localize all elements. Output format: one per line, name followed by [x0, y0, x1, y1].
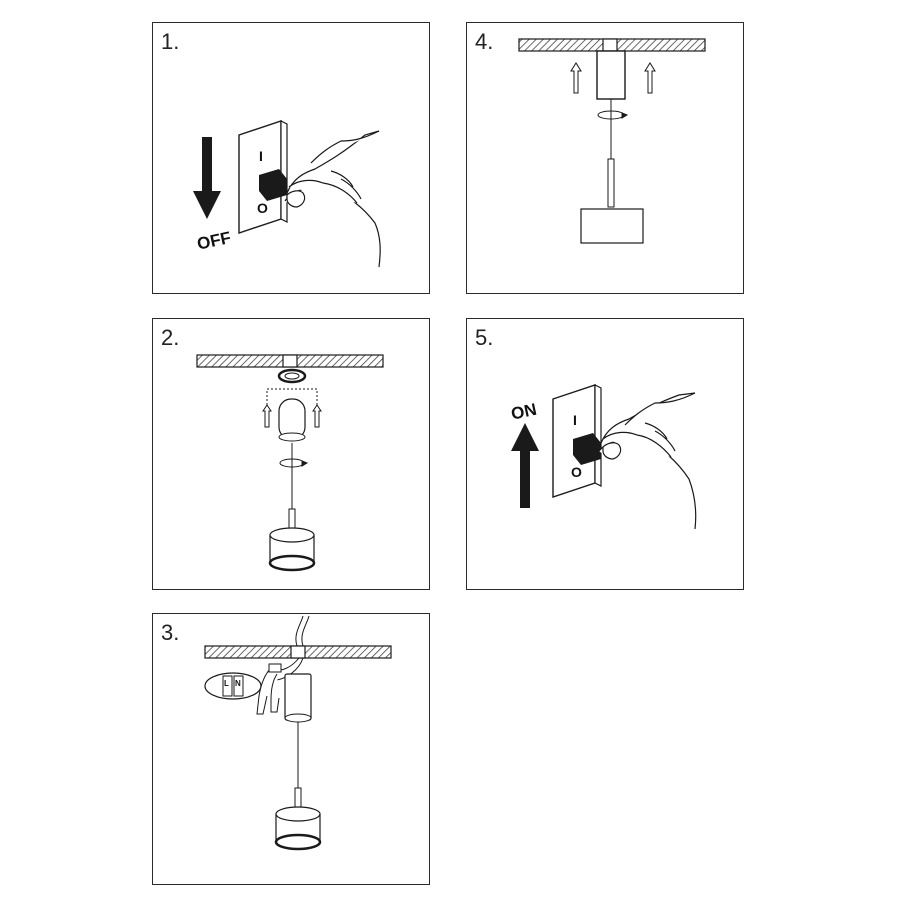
canopy — [284, 673, 312, 723]
switch-off-mark: O — [257, 200, 268, 216]
step-number: 4. — [475, 29, 494, 54]
ceiling — [196, 354, 384, 368]
suspension-cable — [294, 722, 302, 809]
hand-icon — [284, 130, 381, 268]
step-2-panel: 2. — [152, 318, 430, 590]
step-3-panel: 3. L N — [152, 613, 430, 885]
step-number: 1. — [161, 29, 180, 54]
ceiling — [204, 645, 392, 659]
mount-canopy-illustration — [518, 38, 706, 244]
hand-icon — [598, 392, 697, 530]
switch-on-illustration: ON I O — [509, 384, 697, 530]
arrow-down-icon — [193, 137, 221, 219]
rocker-switch — [573, 433, 601, 465]
pendant-lamp — [580, 208, 644, 244]
ceiling — [518, 38, 706, 52]
switch-off-illustration: OFF I O — [193, 120, 381, 268]
pendant-lamp — [274, 806, 322, 851]
terminal-l-label: L — [224, 679, 229, 688]
suspension-cable — [607, 99, 615, 208]
fit-canopy-illustration — [196, 354, 384, 572]
rotate-icon — [279, 458, 309, 468]
switch-off-mark: O — [571, 464, 582, 480]
canopy — [278, 398, 306, 442]
arrow-up-icon — [644, 62, 656, 94]
step-4-panel: 4. — [466, 22, 744, 294]
arrow-up-icon — [511, 423, 539, 508]
switch-on-mark: I — [259, 148, 263, 164]
suspension-cable — [288, 443, 296, 530]
on-label: ON — [509, 400, 538, 424]
step-1-panel: 1. OFF I O — [152, 22, 430, 294]
pendant-lamp — [268, 527, 316, 572]
canopy — [596, 50, 626, 100]
rotate-icon — [597, 110, 629, 120]
step-number: 5. — [475, 325, 494, 350]
guide-lines — [266, 388, 318, 405]
arrow-up-icon — [570, 62, 582, 94]
arrow-up-icon — [262, 404, 272, 428]
rocker-switch — [259, 169, 287, 201]
terminal-block-callout — [204, 672, 262, 700]
mounting-ring — [277, 368, 307, 384]
connector-plug — [256, 663, 282, 715]
step-5-panel: 5. ON I O — [466, 318, 744, 590]
step-number: 2. — [161, 325, 180, 350]
arrow-up-icon — [312, 404, 322, 428]
switch-on-mark: I — [573, 412, 577, 428]
terminal-n-label: N — [235, 679, 241, 688]
step-number: 3. — [161, 620, 180, 645]
wiring-illustration: L N — [204, 615, 392, 851]
mains-cable — [270, 615, 310, 681]
off-label: OFF — [195, 228, 232, 254]
